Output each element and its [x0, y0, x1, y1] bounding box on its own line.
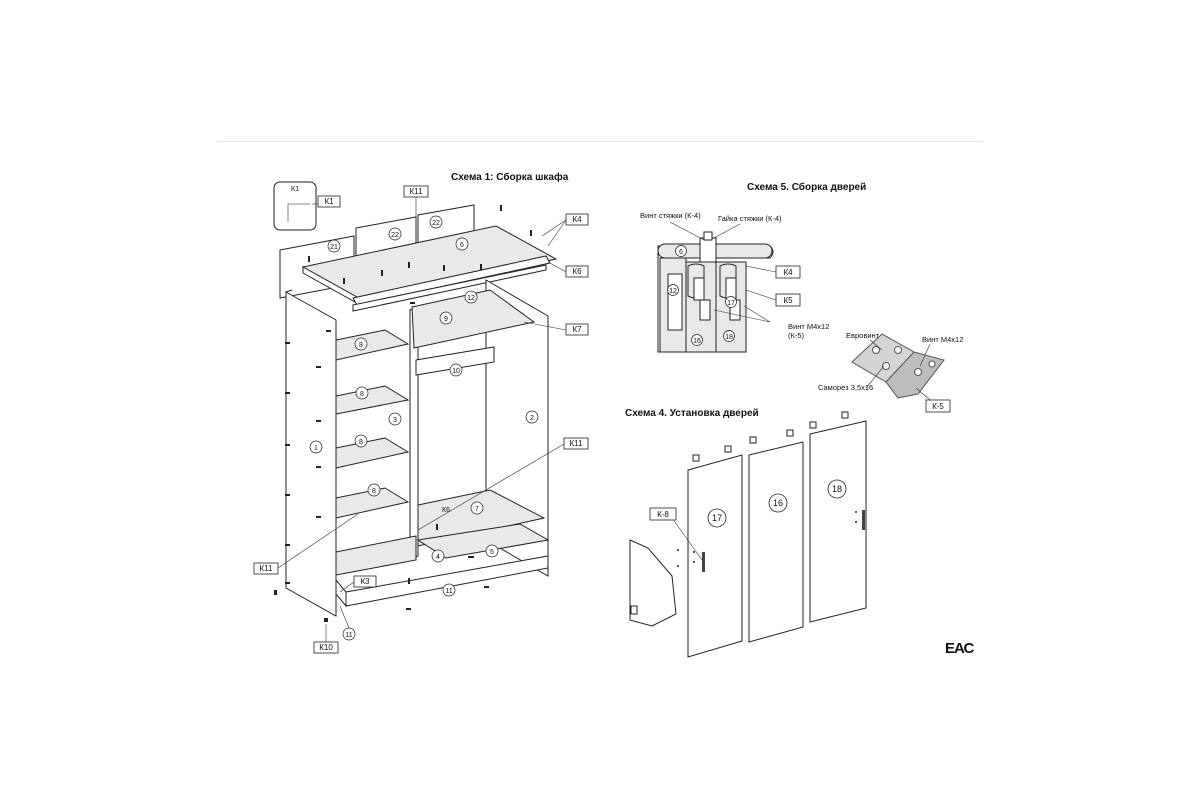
callout-k4-door: К4 [783, 268, 793, 277]
part-22-b: 22 [432, 220, 440, 227]
part-9: 9 [444, 316, 448, 323]
door-handle-17 [702, 552, 705, 572]
door-installation [629, 411, 867, 658]
shelf-8-a [335, 329, 410, 361]
part-11-a: 11 [445, 588, 452, 595]
part-10: 10 [452, 368, 460, 375]
upper-shelf-9 [411, 289, 536, 349]
callout-k11-top: К11 [410, 187, 424, 196]
part-8-a: 8 [359, 342, 363, 349]
part-6: 6 [460, 242, 464, 249]
part-2: 2 [530, 415, 534, 422]
scheme1-callouts [253, 185, 589, 654]
shelf-8-b [335, 385, 410, 415]
side-panel-left [285, 291, 337, 617]
hanging-rail-10 [415, 346, 495, 376]
part-21: 21 [330, 244, 338, 251]
coupler-screw [699, 237, 717, 265]
part-12: 12 [467, 295, 475, 302]
callout-k4: К4 [572, 215, 582, 224]
door-part-18: 18 [725, 334, 733, 341]
scheme5-title: Схема 5. Сборка дверей [747, 182, 867, 193]
label-screw-coupler: Винт стяжки (К-4) [640, 211, 701, 220]
door-number-18: 18 [832, 484, 842, 494]
callout-k5-bracket: К-5 [932, 402, 944, 411]
callout-k11-left: К11 [260, 564, 274, 573]
part-11-b: 11 [345, 632, 352, 639]
part-1: 1 [314, 445, 318, 452]
bottom-panel-4 [335, 535, 417, 576]
callout-k3: К3 [360, 577, 370, 586]
part-8-b: 8 [360, 391, 364, 398]
part-22-a: 22 [391, 232, 399, 239]
label-screw-m4-sub: (К-5) [788, 331, 805, 340]
door-assembly-detail [657, 221, 777, 353]
callout-k6: К6 [572, 267, 582, 276]
label-euroscrew: Евровинт [846, 331, 880, 340]
callout-k10: К10 [319, 643, 333, 652]
callout-k5-door: К5 [783, 296, 793, 305]
door-number-16: 16 [773, 498, 783, 508]
part-8-d: 8 [372, 488, 376, 495]
door-panel-18 [809, 420, 867, 623]
callout-k1: К1 [324, 197, 334, 206]
callout-k7: К7 [572, 325, 582, 334]
eac-mark: ЕАС [945, 640, 974, 657]
part-5: 5 [490, 549, 494, 556]
bracket-k5 [851, 333, 945, 401]
hex-key-icon [287, 203, 300, 222]
k1-inset-frame [273, 181, 317, 231]
door-number-17: 17 [712, 513, 722, 523]
top-divider-line [218, 141, 982, 142]
door-part-17: 17 [727, 300, 735, 307]
label-bracket-screw: Винт М4x12 [922, 335, 964, 344]
part-8-c: 8 [359, 439, 363, 446]
scheme4-title: Схема 4. Установка дверей [625, 408, 759, 419]
scheme1-part-numbers: 21 22 22 6 12 9 10 8 8 3 8 1 2 8 7 5 4 1… [309, 215, 539, 641]
part-4: 4 [436, 554, 440, 561]
inner-k6-label: К6 [442, 507, 450, 514]
side-wall-fragment [629, 539, 677, 627]
door-panel-17 [687, 454, 743, 658]
door-handle-18 [862, 510, 865, 530]
wardrobe-drawing [273, 181, 558, 622]
door-panel-16 [748, 441, 804, 643]
shelf-7 [417, 489, 546, 547]
part-7: 7 [475, 506, 479, 513]
inset-k1-label: К1 [291, 186, 299, 193]
door-part-16: 16 [693, 338, 701, 345]
label-nut-coupler: Гайка стяжки (К-4) [718, 214, 782, 223]
door-part-6: 6 [679, 249, 683, 256]
scheme1-title: Схема 1: Сборка шкафа [451, 172, 569, 183]
door-part-12: 12 [669, 288, 677, 295]
shelf-8-c [335, 437, 410, 469]
label-selftap: Саморез 3,5x16 [818, 383, 874, 392]
callout-k11-right: К11 [570, 439, 584, 448]
label-screw-m4: Винт М4x12 [788, 322, 830, 331]
part-3: 3 [393, 417, 397, 424]
callout-k8: К-8 [657, 510, 669, 519]
